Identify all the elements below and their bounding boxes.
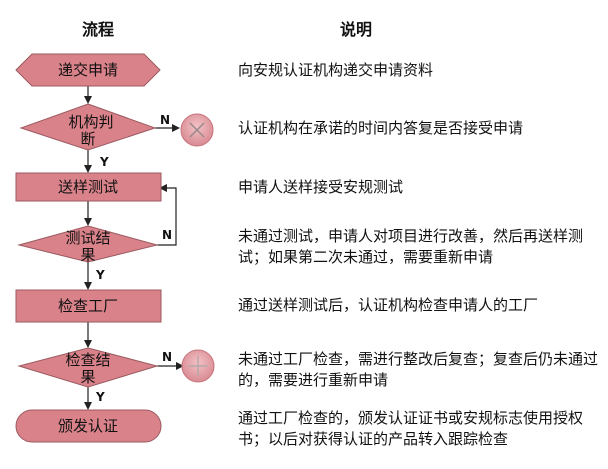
description-certify: 通过工厂检查的，颁发认证证书或安规标志使用授权书；以后对获得认证的产品转入跟踪检… bbox=[238, 409, 584, 448]
institution-judge-node bbox=[19, 103, 157, 151]
description-submit: 向安规认证机构递交申请资料 bbox=[238, 61, 434, 79]
check-result-label-line2: 果 bbox=[80, 368, 95, 386]
reject-x-icon bbox=[189, 122, 205, 138]
sample-test-label: 送样测试 bbox=[58, 178, 118, 196]
rework-plus-icon bbox=[188, 356, 208, 376]
description-column-header: 说明 bbox=[340, 20, 373, 39]
issue-certificate-node bbox=[15, 409, 162, 443]
test-result-label-line1: 测试结 bbox=[65, 229, 110, 247]
description-factory-check: 通过送样测试后，认证机构检查申请人的工厂 bbox=[238, 296, 539, 314]
check-result-node bbox=[17, 347, 159, 388]
sample-test-node bbox=[15, 172, 162, 202]
judge-no-label: N bbox=[160, 113, 170, 127]
test-result-label-line2: 果 bbox=[80, 246, 95, 264]
certify-label: 颁发认证 bbox=[58, 417, 118, 435]
judge-label-line1: 机构判 bbox=[68, 113, 113, 131]
test-yes-label: Y bbox=[95, 268, 105, 282]
factory-check-node bbox=[15, 289, 162, 323]
description-test-result: 未通过测试，申请人对项目进行改善，然后再送样测试；如果第二次未通过，需要重新申请 bbox=[238, 227, 584, 266]
submit-application-node bbox=[15, 53, 161, 87]
description-check-result: 未通过工厂检查，需进行整改后复查；复查后仍未通过的，需要进行重新申请 bbox=[238, 350, 599, 389]
description-judge: 认证机构在承诺的时间内答复是否接受申请 bbox=[238, 119, 524, 137]
check-result-label-line1: 检查结 bbox=[65, 351, 110, 369]
factory-check-label: 检查工厂 bbox=[58, 297, 118, 315]
check-yes-label: Y bbox=[95, 390, 105, 404]
test-no-label: N bbox=[162, 228, 172, 242]
check-no-label: N bbox=[162, 350, 172, 364]
test-result-node bbox=[17, 225, 159, 263]
connectors bbox=[84, 86, 184, 410]
submit-label: 递交申请 bbox=[58, 61, 118, 79]
judge-yes-label: Y bbox=[99, 155, 109, 169]
judge-label-line2: 断 bbox=[80, 130, 95, 148]
description-sample-test: 申请人送样接受安规测试 bbox=[238, 178, 404, 196]
flow-column-header: 流程 bbox=[82, 20, 115, 39]
